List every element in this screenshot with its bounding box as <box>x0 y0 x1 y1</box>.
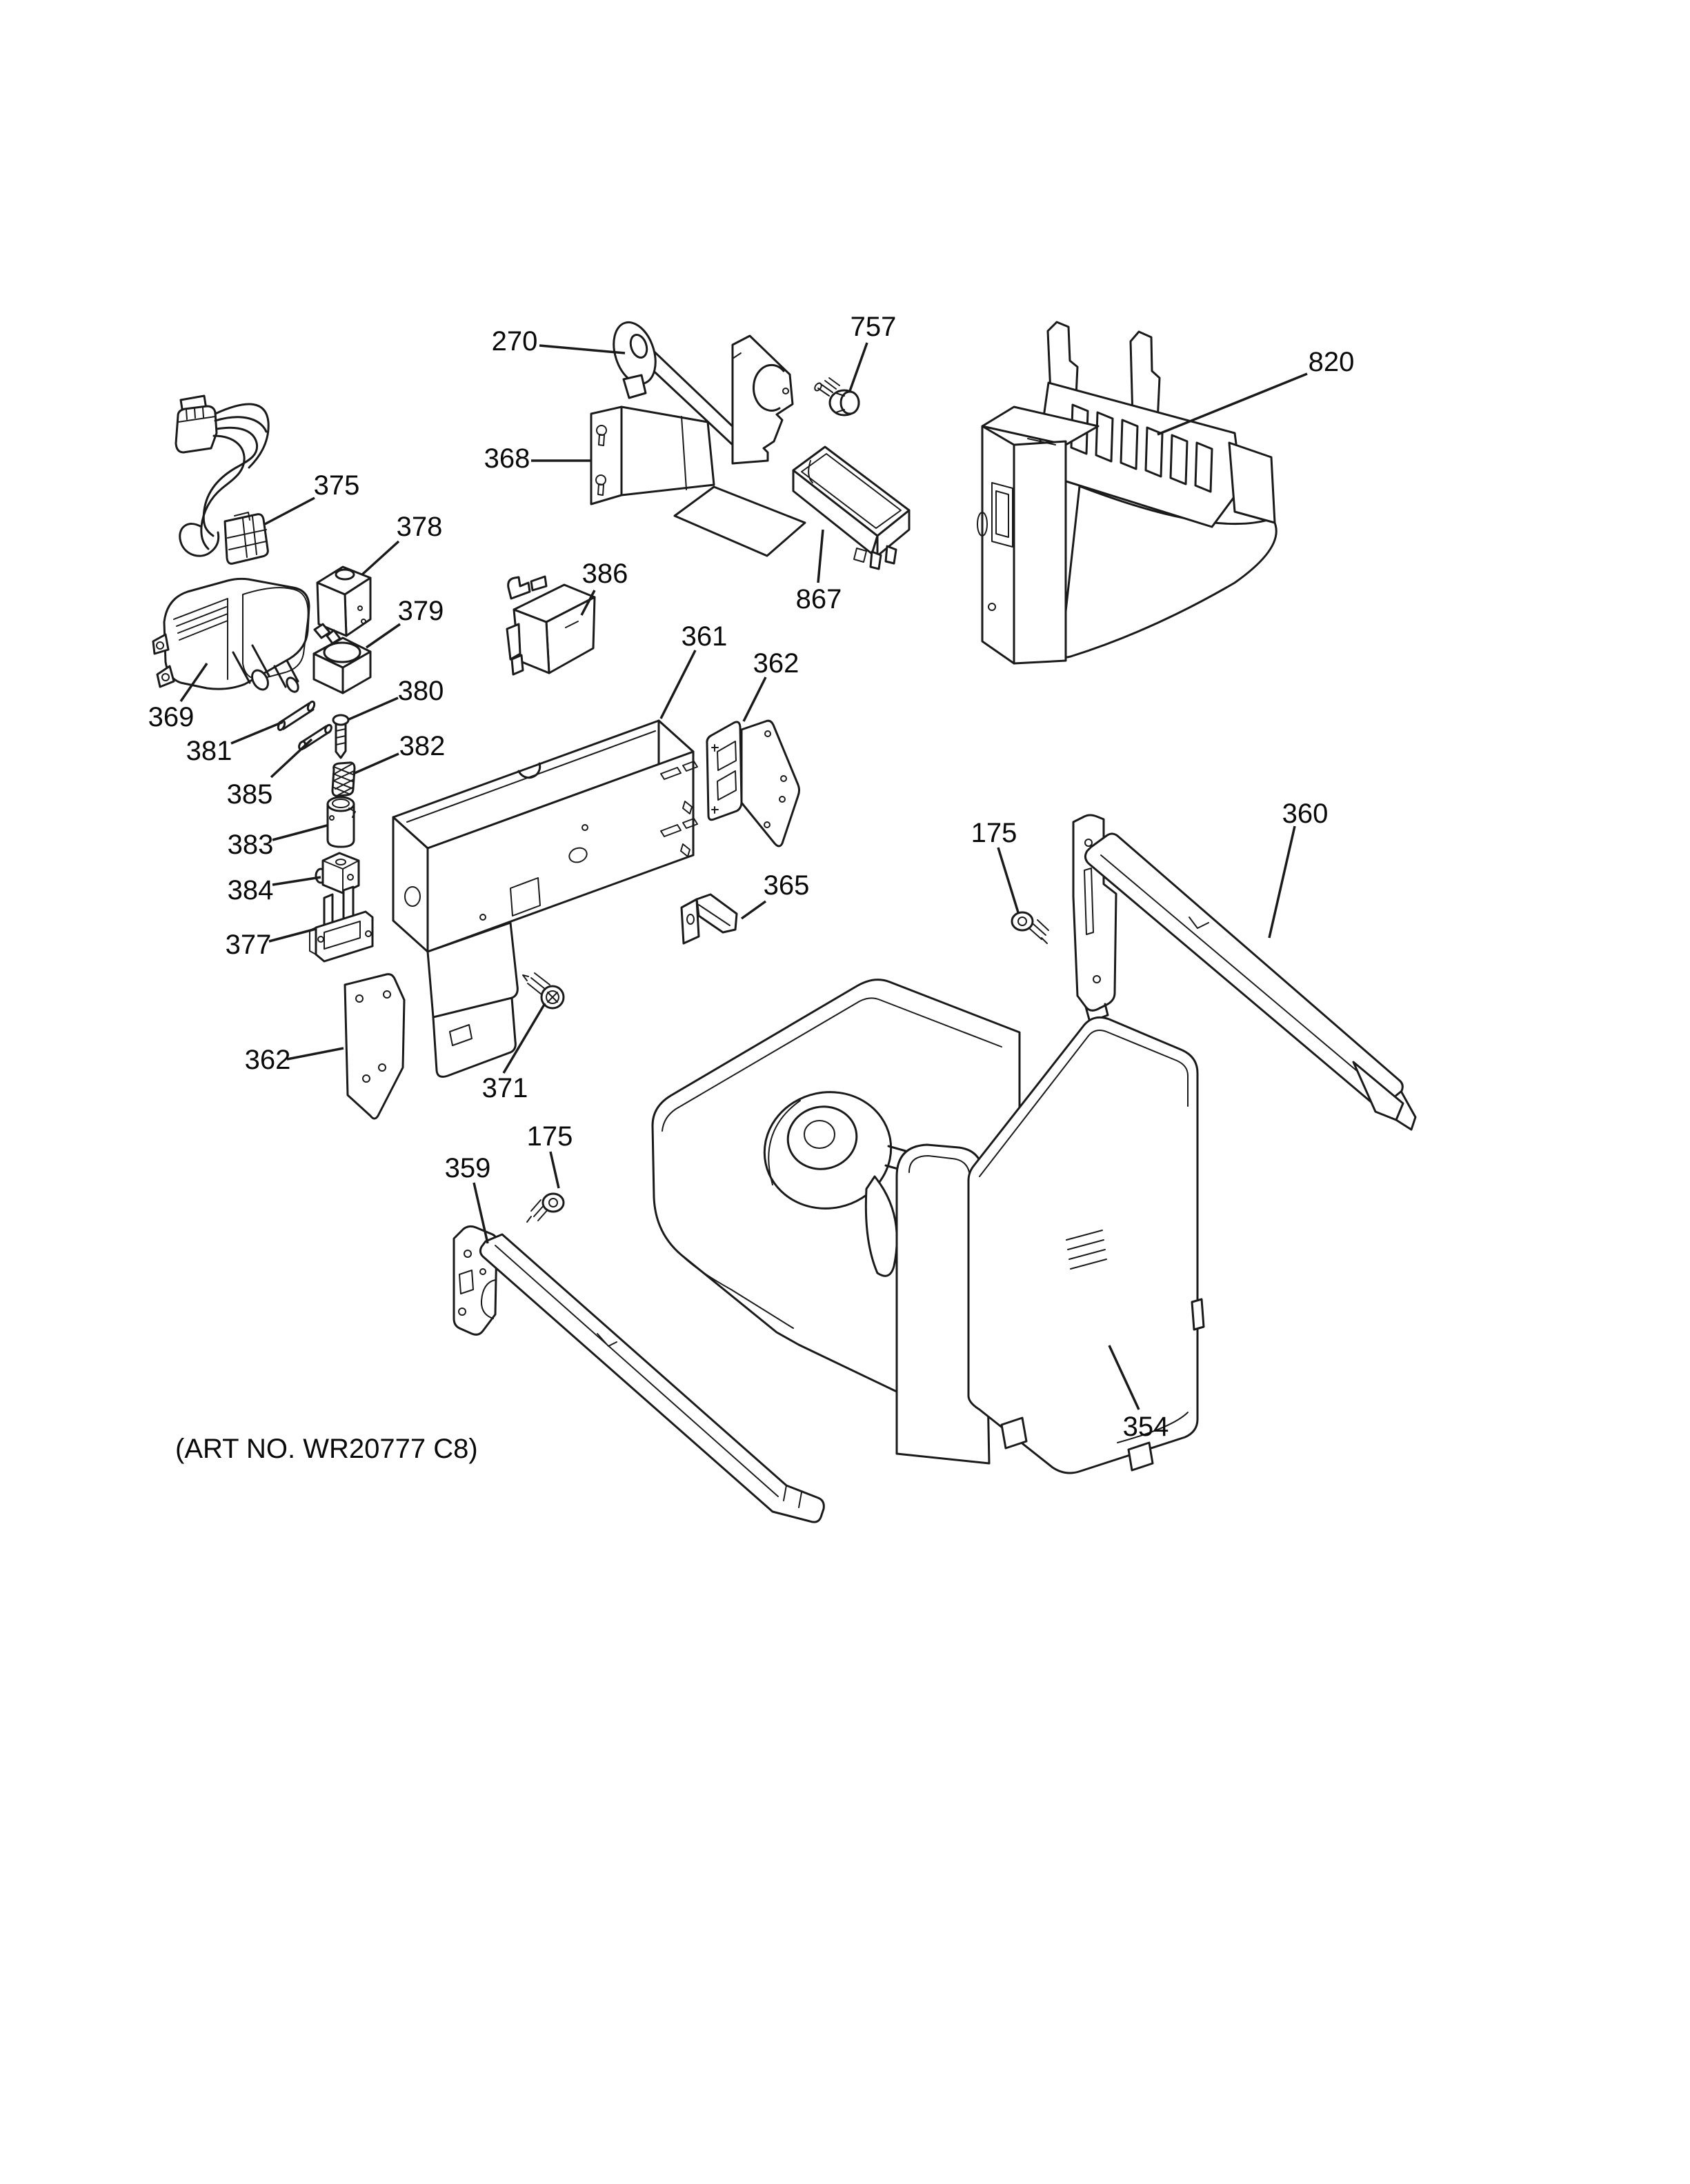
part-number-label-phillips-screw: 371 <box>482 1073 528 1103</box>
ice-maker-drawing <box>977 321 1278 665</box>
part-number-label-pin-long: 381 <box>186 736 232 766</box>
spring-drawing <box>331 761 356 797</box>
part-number-label-flat-screw-right: 175 <box>971 818 1017 848</box>
part-number-label-pivot-shaft: 270 <box>492 326 538 357</box>
part-number-label-slide-rail-left: 359 <box>445 1153 491 1183</box>
pin-long-drawing <box>277 700 316 732</box>
slide-rail-right-drawing <box>1072 814 1417 1131</box>
part-number-label-hex-screw: 757 <box>851 312 897 342</box>
flat-screw-bottom-drawing <box>526 1192 565 1223</box>
leader-line-ice-bucket <box>1108 1345 1140 1410</box>
part-number-label-pin-short: 385 <box>227 779 273 810</box>
solenoid-drawing <box>313 565 372 645</box>
slide-rail-left-drawing <box>453 1225 825 1523</box>
leader-line-solenoid <box>360 540 400 577</box>
leader-line-wire-harness <box>264 497 315 525</box>
leader-line-clamp-clip <box>740 900 767 920</box>
side-plate-right-drawing <box>706 719 800 848</box>
part-number-label-auger-motor: 369 <box>148 702 195 732</box>
phillips-screw-drawing <box>522 972 565 1010</box>
leader-line-spring <box>352 752 399 775</box>
leader-line-flat-screw-right <box>997 847 1020 913</box>
leader-line-support-bracket <box>268 928 317 943</box>
part-labels-layer: 270 757 820 368 375 378 386 867 379 361 362 380 369 3… <box>148 312 1355 1442</box>
leader-line-auger-motor <box>179 663 208 702</box>
side-plate-left-drawing <box>344 973 406 1120</box>
part-number-label-solenoid-block: 379 <box>398 596 444 626</box>
relay-drawing <box>506 575 596 676</box>
mounting-bracket-drawing <box>590 334 806 557</box>
part-number-label-slide-rail-right: 360 <box>1282 799 1329 829</box>
bearing-block-drawing <box>315 852 360 894</box>
leader-line-side-plate-left <box>286 1047 344 1061</box>
part-number-label-coupling-cylinder: 383 <box>228 830 274 860</box>
leader-line-coupling-cylinder <box>272 824 328 841</box>
leader-line-relay <box>580 590 596 616</box>
part-number-label-mounting-bracket: 368 <box>484 443 530 474</box>
part-number-label-support-bracket: 377 <box>226 930 272 960</box>
pin-short-drawing <box>298 723 332 751</box>
part-number-label-spring: 382 <box>399 731 446 761</box>
leader-line-pin-long <box>230 721 284 745</box>
solenoid-block-drawing <box>312 637 372 694</box>
part-number-label-bearing-block: 384 <box>228 875 274 905</box>
leader-line-side-plate-right <box>742 677 767 722</box>
leader-line-ice-maker-assembly <box>1157 372 1308 436</box>
ice-bucket-drawing <box>651 979 1205 1474</box>
coupling-cylinder-drawing <box>326 796 356 848</box>
shoulder-screw-drawing <box>332 714 350 759</box>
leader-line-bearing-block <box>272 876 321 886</box>
flat-screw-right-drawing <box>1011 911 1049 944</box>
leader-line-hex-screw <box>848 342 868 392</box>
leader-line-auger-housing <box>659 650 697 719</box>
part-number-label-ice-maker-assembly: 820 <box>1309 347 1355 377</box>
leader-line-pin-short <box>270 738 313 779</box>
leader-line-slide-rail-left <box>473 1182 489 1244</box>
leader-line-phillips-screw <box>502 1003 546 1074</box>
auger-motor-drawing <box>152 577 310 693</box>
wire-harness-drawing <box>175 394 270 565</box>
part-number-label-auger-housing: 361 <box>682 621 728 652</box>
leader-line-flat-screw-bottom <box>549 1151 560 1189</box>
ice-shelf-bin-drawing <box>792 445 911 570</box>
part-number-label-flat-screw-bottom: 175 <box>527 1121 573 1152</box>
leader-line-solenoid-block <box>366 623 401 649</box>
auger-housing-drawing <box>392 719 698 1078</box>
leader-line-pivot-shaft <box>539 344 626 354</box>
part-number-label-ice-bucket: 354 <box>1123 1412 1169 1442</box>
part-number-label-wire-harness: 375 <box>314 470 360 501</box>
leader-line-slide-rail-right <box>1268 825 1296 939</box>
leader-line-ice-shelf-bin <box>817 529 824 583</box>
part-number-label-relay: 386 <box>582 559 628 589</box>
part-number-label-solenoid: 378 <box>397 512 443 542</box>
support-bracket-drawing <box>309 885 374 963</box>
art-number-caption: (ART NO. WR20777 C8) <box>175 1434 478 1464</box>
hex-screw-drawing <box>814 377 860 417</box>
part-number-label-shoulder-screw: 380 <box>398 676 444 706</box>
part-number-label-clamp-clip: 365 <box>764 870 810 901</box>
part-number-label-side-plate-left: 362 <box>245 1045 291 1075</box>
clamp-clip-drawing <box>680 893 738 945</box>
part-number-label-side-plate-right: 362 <box>753 648 799 679</box>
part-number-label-ice-shelf-bin: 867 <box>796 584 842 614</box>
leader-line-shoulder-screw <box>348 697 399 721</box>
